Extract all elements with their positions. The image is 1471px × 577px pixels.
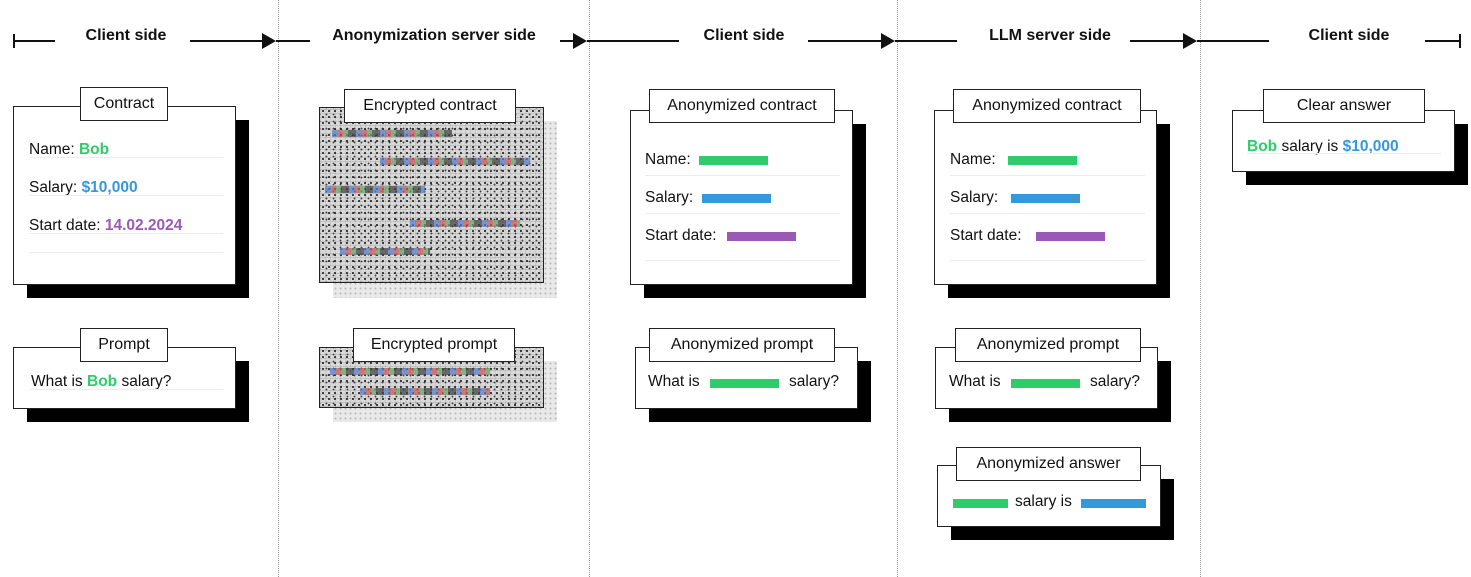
flow-line [895,40,957,42]
divider [29,157,223,158]
flow-end-tick [1459,34,1461,48]
noise-streak [410,220,520,227]
prompt-text-after: salary? [1090,373,1140,390]
header-client-side-3: Client side [1308,27,1390,44]
flow-line [808,40,884,42]
contract-name-row: Name: Bob [29,141,109,159]
flow-line [587,40,679,42]
card-title: Anonymized contract [953,89,1141,123]
divider [950,175,1145,176]
salary-redaction-bar [702,194,771,203]
divider [950,260,1145,261]
prompt-text-after: salary? [121,373,172,390]
flow-line [560,40,576,42]
noise-streak [332,130,452,137]
noise-streak [330,368,490,375]
start-redaction-bar [1036,232,1105,241]
card-title: Contract [80,87,168,121]
prompt-text-before: What is [949,373,1001,390]
noise-streak [325,186,425,193]
divider [645,175,840,176]
column-divider [1200,0,1201,577]
name-value: Bob [78,141,110,158]
answer-name-value: Bob [1247,138,1278,155]
salary-value: $10,000 [81,179,138,196]
prompt-name-value: Bob [87,373,118,390]
name-label: Name: [29,141,75,158]
card-title: Encrypted prompt [353,328,515,362]
noise-streak [340,248,430,255]
prompt-text: What is Bob salary? [31,373,171,391]
start-label: Start date: [29,217,101,234]
card-title: Prompt [80,328,168,362]
prompt-text-before: What is [31,373,83,390]
name-label: Name: [950,151,996,168]
card-title: Clear answer [1263,89,1425,123]
contract-salary-row: Salary: $10,000 [29,179,138,197]
column-divider [897,0,898,577]
name-redaction-bar [699,156,768,165]
salary-redaction-bar [1081,499,1146,508]
start-label: Start date: [645,227,717,244]
name-label: Name: [645,151,691,168]
header-client-side-1: Client side [85,27,167,44]
header-anonymization-server-side: Anonymization server side [332,27,536,44]
flow-line [190,40,266,42]
clear-answer-text: Bob salary is $10,000 [1247,138,1399,156]
column-divider [278,0,279,577]
flow-line [13,40,55,42]
flow-line [1197,40,1269,42]
card-title: Encrypted contract [344,89,516,123]
divider [29,195,223,196]
flow-line [1130,40,1186,42]
salary-label: Salary: [645,189,694,206]
answer-text-mid: salary is [1281,138,1339,155]
header-client-side-2: Client side [703,27,785,44]
encrypted-noise-image [319,107,544,283]
start-label: Start date: [950,227,1022,244]
divider [645,260,840,261]
divider [29,389,223,390]
name-redaction-bar [953,499,1008,508]
card-title: Anonymized answer [956,447,1141,481]
name-redaction-bar [1011,379,1080,388]
arrow-right-icon [1183,33,1197,49]
flow-line [1425,40,1461,42]
name-redaction-bar [1008,156,1077,165]
divider [645,213,840,214]
divider [1247,153,1441,154]
start-redaction-bar [727,232,796,241]
card-title: Anonymized prompt [649,328,835,362]
column-divider [589,0,590,577]
name-redaction-bar [710,379,779,388]
divider [29,233,223,234]
answer-text-mid: salary is [1015,493,1072,510]
divider [29,252,223,253]
header-llm-server-side: LLM server side [989,27,1111,44]
flow-line [276,40,310,42]
divider [950,213,1145,214]
noise-streak [380,158,530,165]
arrow-right-icon [573,33,587,49]
card-title: Anonymized contract [649,89,835,123]
prompt-text-before: What is [648,373,700,390]
salary-redaction-bar [1011,194,1080,203]
arrow-right-icon [262,33,276,49]
arrow-right-icon [881,33,895,49]
salary-label: Salary: [29,179,78,196]
card-title: Anonymized prompt [955,328,1141,362]
start-value: 14.02.2024 [104,217,183,234]
prompt-text-after: salary? [789,373,839,390]
salary-label: Salary: [950,189,999,206]
answer-salary-value: $10,000 [1342,138,1399,155]
noise-streak [360,388,490,395]
contract-start-row: Start date: 14.02.2024 [29,217,182,235]
